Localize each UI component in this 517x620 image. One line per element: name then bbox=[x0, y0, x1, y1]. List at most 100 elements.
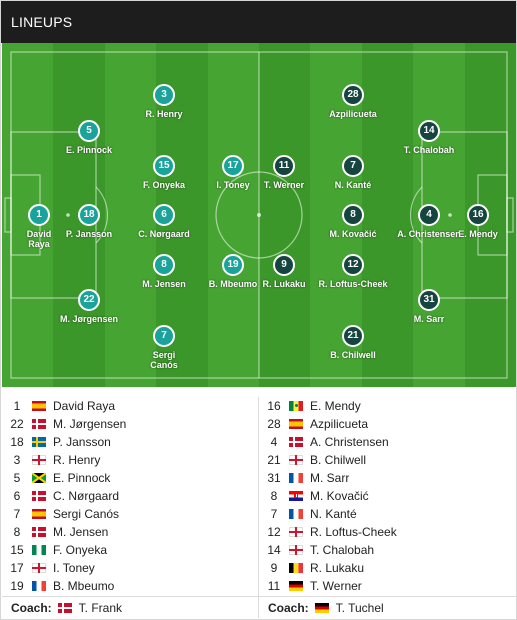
player-name: A. Christensen bbox=[310, 435, 389, 449]
player-name-line: B. Chilwell bbox=[330, 350, 376, 360]
spain-flag-icon bbox=[32, 401, 46, 411]
player-name-label: M. Sarr bbox=[384, 314, 474, 324]
home-player-marker[interactable]: 6 C. Nørgaard bbox=[119, 204, 209, 239]
player-name: T. Chalobah bbox=[310, 543, 375, 557]
player-name: M. Sarr bbox=[310, 471, 350, 485]
shirt-number: 22 bbox=[10, 417, 24, 431]
player-name-line: Canós bbox=[150, 360, 178, 370]
player-name: M. Jensen bbox=[53, 525, 109, 539]
player-name-label: M. Jensen bbox=[119, 279, 209, 289]
denmark-flag-icon bbox=[57, 602, 72, 613]
player-name-label: R. Loftus-Cheek bbox=[308, 279, 398, 289]
player-number-badge: 7 bbox=[153, 325, 175, 347]
away-coach-row: Coach: T. Tuchel bbox=[259, 596, 516, 618]
player-name-label: B. Mbeumo bbox=[188, 279, 278, 289]
player-name: M. Kovačić bbox=[310, 489, 369, 503]
player-name-label: P. Jansson bbox=[44, 229, 134, 239]
away-coach-name: T. Tuchel bbox=[335, 600, 384, 615]
player-name-line: R. Lukaku bbox=[262, 279, 306, 289]
shirt-number: 16 bbox=[267, 399, 281, 413]
shirt-number: 14 bbox=[267, 543, 281, 557]
player-number-badge: 3 bbox=[153, 84, 175, 106]
shirt-number: 21 bbox=[267, 453, 281, 467]
player-number-badge: 19 bbox=[222, 254, 244, 276]
shirt-number: 5 bbox=[13, 471, 21, 485]
player-name: Azpilicueta bbox=[310, 417, 369, 431]
player-name-label: C. Nørgaard bbox=[119, 229, 209, 239]
player-name: B. Chilwell bbox=[310, 453, 367, 467]
player-name-line: A. Christensen bbox=[397, 229, 461, 239]
home-player-marker[interactable]: 18 P. Jansson bbox=[44, 204, 134, 239]
player-name-label: B. Chilwell bbox=[308, 350, 398, 360]
player-name: P. Jansson bbox=[53, 435, 111, 449]
player-name-line: N. Kanté bbox=[334, 180, 372, 190]
player-number-badge: 12 bbox=[342, 254, 364, 276]
player-name-line: T. Chalobah bbox=[403, 145, 455, 155]
player-number-badge: 6 bbox=[153, 204, 175, 226]
shirt-number: 19 bbox=[10, 579, 24, 593]
england-flag-icon bbox=[32, 563, 46, 573]
player-name: E. Pinnock bbox=[53, 471, 111, 485]
player-name-line: E. Mendy bbox=[458, 229, 498, 239]
shirt-number: 12 bbox=[267, 525, 281, 539]
home-player-marker[interactable]: 19 B. Mbeumo bbox=[188, 254, 278, 289]
germany-flag-icon bbox=[289, 581, 303, 591]
player-name-line: Sergi bbox=[152, 350, 176, 360]
player-name-line: Raya bbox=[28, 239, 50, 249]
player-name-label: M. Jørgensen bbox=[44, 314, 134, 324]
player-number-badge: 18 bbox=[78, 204, 100, 226]
lineup-row[interactable]: 14 T. Chalobah bbox=[259, 541, 516, 559]
player-name: R. Lukaku bbox=[310, 561, 365, 575]
lineup-row[interactable]: 21 B. Chilwell bbox=[259, 451, 516, 469]
player-name-line: David bbox=[26, 229, 52, 239]
player-name-label: N. Kanté bbox=[308, 180, 398, 190]
jamaica-flag-icon bbox=[32, 473, 46, 483]
player-name-label: Azpilicueta bbox=[308, 109, 398, 119]
away-player-marker[interactable]: 12 R. Loftus-Cheek bbox=[308, 254, 398, 289]
lineups-header: LINEUPS bbox=[1, 1, 516, 43]
france-flag-icon bbox=[32, 581, 46, 591]
lineup-row[interactable]: 5 E. Pinnock bbox=[2, 469, 258, 487]
player-name-line: F. Onyeka bbox=[142, 180, 186, 190]
france-flag-icon bbox=[289, 473, 303, 483]
player-name: Sergi Canós bbox=[53, 507, 120, 521]
